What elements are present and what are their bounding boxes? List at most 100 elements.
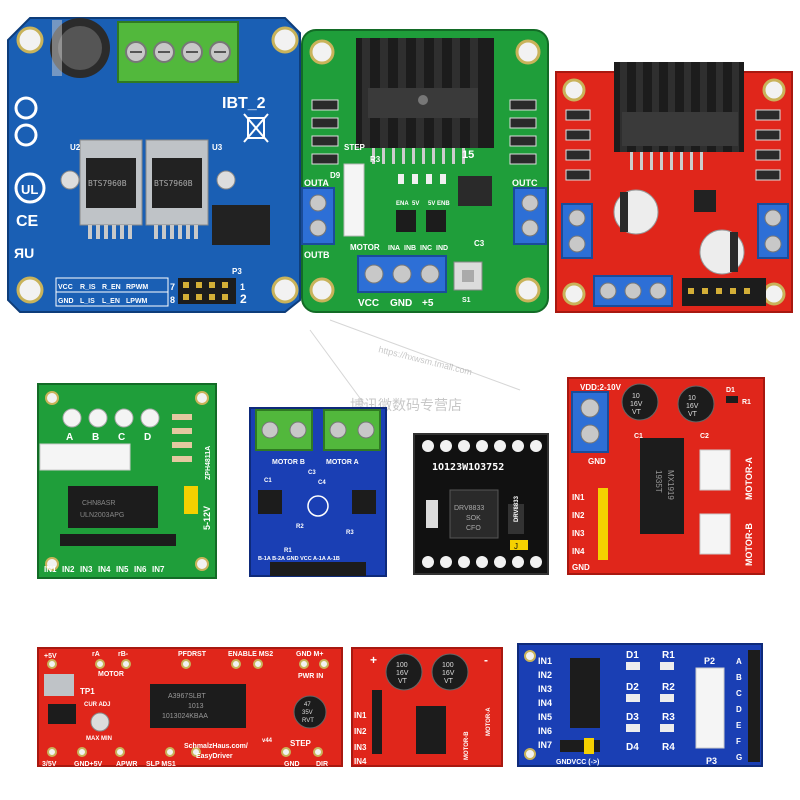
svg-text:IN1: IN1 bbox=[354, 711, 367, 720]
chip-bts7960-left: BTS7960B bbox=[79, 139, 143, 239]
watermark: https://hxwsm.tmall.com 博讯微数码专营店 bbox=[309, 319, 521, 413]
svg-text:VT: VT bbox=[632, 409, 642, 416]
board-easydriver: +5V rA rB- PFDRST ENABLE MS2 GND M+ MOTO… bbox=[37, 647, 343, 768]
board-l9110-red: VDD:2-10V GND 10 16V VT 10 16V VT D1 R1 … bbox=[567, 377, 765, 575]
terminal-outa-outb bbox=[301, 187, 335, 245]
svg-text:E: E bbox=[736, 721, 742, 730]
connector-motor-a bbox=[699, 449, 731, 491]
svg-text:IN2: IN2 bbox=[354, 727, 367, 736]
chip-drv8833: DRV8833 SOK CFO bbox=[449, 489, 499, 539]
svg-text:VCC: VCC bbox=[58, 284, 73, 291]
svg-text:EasyDriver: EasyDriver bbox=[196, 753, 233, 760]
svg-text:C2: C2 bbox=[700, 433, 709, 440]
svg-text:A3967SLBT: A3967SLBT bbox=[168, 693, 206, 700]
svg-text:APWR: APWR bbox=[116, 761, 137, 768]
svg-text:GND M+: GND M+ bbox=[296, 651, 323, 658]
svg-text:IN4: IN4 bbox=[572, 547, 585, 556]
svg-text:16V: 16V bbox=[686, 403, 699, 410]
svg-text:C: C bbox=[118, 432, 125, 443]
svg-text:P3: P3 bbox=[706, 756, 717, 766]
svg-text:LPWM: LPWM bbox=[126, 298, 148, 305]
svg-text:VCC: VCC bbox=[358, 298, 379, 309]
svg-text:C: C bbox=[736, 689, 742, 698]
svg-text:S1: S1 bbox=[462, 297, 471, 304]
svg-text:VDD:2-10V: VDD:2-10V bbox=[580, 383, 622, 392]
svg-text:D4: D4 bbox=[626, 742, 639, 753]
chip-mx1919: MX1919 1935T bbox=[640, 438, 684, 534]
board-ibt2: IBT_2 UL CE ЯU BTS7960B BTS7960B U2 bbox=[7, 17, 301, 313]
svg-text:IN5: IN5 bbox=[116, 565, 129, 574]
svg-text:MOTOR-A: MOTOR-A bbox=[486, 707, 492, 736]
svg-text:rB-: rB- bbox=[118, 651, 129, 658]
svg-text:7: 7 bbox=[170, 282, 175, 292]
board-uln-blue: IN1 IN2 IN3 IN4 IN5 IN6 IN7 D1 D2 D3 D4 … bbox=[517, 643, 763, 767]
board-blue-dual: MOTOR B MOTOR A C3 C4 C1 R1 R2 R3 B-1A B… bbox=[249, 407, 387, 577]
svg-text:B-1A B-2A GND VCC A-1A A-1B: B-1A B-2A GND VCC A-1A A-1B bbox=[258, 556, 340, 562]
pin-header-uln bbox=[60, 534, 176, 546]
svg-text:10: 10 bbox=[688, 395, 696, 402]
svg-text:SchmalzHaus.com/: SchmalzHaus.com/ bbox=[184, 743, 248, 750]
board-l298n-red bbox=[555, 62, 793, 313]
svg-text:R_IS: R_IS bbox=[80, 284, 96, 291]
svg-text:D1: D1 bbox=[626, 650, 639, 661]
svg-text:35V: 35V bbox=[302, 710, 313, 716]
svg-text:IN4: IN4 bbox=[354, 757, 367, 766]
svg-text:D: D bbox=[144, 432, 151, 443]
svg-text:D: D bbox=[736, 705, 742, 714]
svg-text:R2: R2 bbox=[296, 524, 304, 530]
svg-text:CUR ADJ: CUR ADJ bbox=[84, 702, 110, 708]
jumper-yellow bbox=[184, 486, 198, 514]
led-row bbox=[62, 408, 160, 428]
svg-text:VT: VT bbox=[398, 678, 408, 685]
svg-text:IND: IND bbox=[436, 245, 448, 252]
svg-text:IN3: IN3 bbox=[572, 529, 585, 538]
terminal-vdd bbox=[571, 391, 609, 453]
svg-text:B: B bbox=[736, 673, 742, 682]
board-l9110s: + - 100 16V VT 100 16V VT IN1 IN2 IN3 IN… bbox=[351, 647, 503, 767]
svg-text:IN1: IN1 bbox=[572, 493, 585, 502]
svg-text:F: F bbox=[736, 737, 741, 746]
svg-text:ZPH4811A: ZPH4811A bbox=[205, 446, 212, 480]
svg-text:MAX MIN: MAX MIN bbox=[86, 736, 112, 742]
svg-text:IN4: IN4 bbox=[98, 565, 111, 574]
svg-text:8: 8 bbox=[170, 295, 175, 305]
svg-text:OUTB: OUTB bbox=[304, 250, 330, 260]
svg-text:L_EN: L_EN bbox=[102, 298, 120, 305]
svg-text:CFO: CFO bbox=[466, 525, 481, 532]
svg-text:UL: UL bbox=[21, 182, 38, 197]
svg-text:OUTA: OUTA bbox=[304, 178, 329, 188]
capacitor bbox=[50, 18, 110, 78]
svg-text:R1: R1 bbox=[742, 399, 751, 406]
svg-text:INB: INB bbox=[404, 245, 416, 252]
svg-text:U2: U2 bbox=[70, 143, 81, 152]
svg-text:G: G bbox=[736, 753, 742, 762]
pin-header-blue bbox=[270, 562, 366, 576]
plus-logo-icon bbox=[14, 96, 38, 120]
connector-motor-b bbox=[699, 513, 731, 555]
board-l298-green: STEP R3 D9 15 ENA 5V 5V ENB MOTOR INA IN… bbox=[301, 29, 549, 313]
capacitor-100-right: 100 16V VT bbox=[431, 653, 469, 691]
svg-text:+5: +5 bbox=[422, 298, 434, 309]
svg-text:DRV8833: DRV8833 bbox=[514, 495, 520, 522]
svg-text:GND: GND bbox=[284, 761, 300, 768]
svg-text:IN3: IN3 bbox=[354, 743, 367, 752]
svg-text:IN2: IN2 bbox=[572, 511, 585, 520]
board-title: IBT_2 bbox=[222, 95, 266, 112]
svg-text:R3: R3 bbox=[346, 530, 354, 536]
svg-text:C3: C3 bbox=[474, 239, 485, 248]
svg-text:GND: GND bbox=[58, 298, 74, 305]
board-uln2003-green: A B C D ZPH4811A CHN8ASR ULN2003APG 5-12… bbox=[37, 383, 217, 579]
capacitor-47: 47 35V RVT bbox=[293, 695, 327, 729]
svg-text:MOTOR: MOTOR bbox=[98, 671, 124, 678]
svg-text:1O123W1O3752: 1O123W1O3752 bbox=[432, 462, 504, 473]
svg-text:IN2: IN2 bbox=[538, 670, 552, 680]
svg-text:INA: INA bbox=[388, 245, 400, 252]
svg-text:IN3: IN3 bbox=[538, 684, 552, 694]
svg-text:VT: VT bbox=[688, 411, 698, 418]
terminal-motor-b bbox=[255, 409, 313, 451]
svg-text:R3: R3 bbox=[662, 712, 675, 723]
svg-text:1013024KBAA: 1013024KBAA bbox=[162, 713, 208, 720]
regulator bbox=[458, 176, 492, 206]
svg-text:RPWM: RPWM bbox=[126, 284, 148, 291]
